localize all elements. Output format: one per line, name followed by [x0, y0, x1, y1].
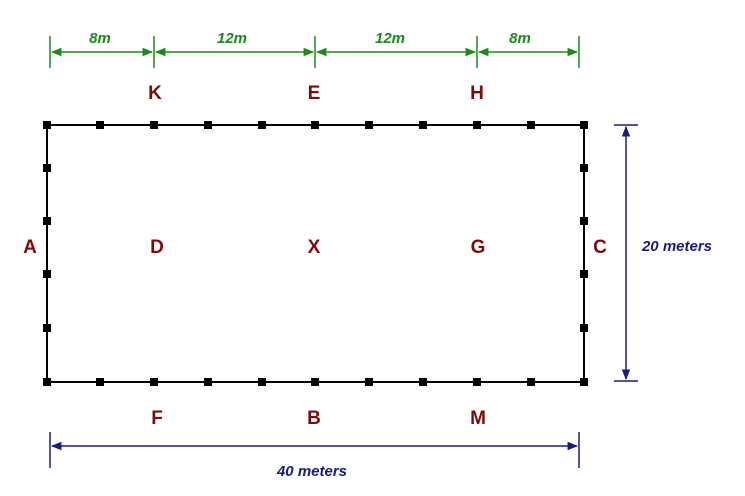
- height-dimension-group: 20 meters: [614, 124, 712, 382]
- letter-k: K: [148, 83, 162, 104]
- marker: [43, 324, 51, 332]
- marker: [419, 378, 427, 386]
- marker: [43, 378, 51, 386]
- marker: [419, 121, 427, 129]
- marker: [580, 378, 588, 386]
- marker: [580, 324, 588, 332]
- marker: [204, 121, 212, 129]
- arena-markers: [43, 121, 588, 386]
- marker: [96, 378, 104, 386]
- marker: [473, 378, 481, 386]
- marker: [580, 270, 588, 278]
- marker: [150, 121, 158, 129]
- marker: [527, 121, 535, 129]
- top-dimension-label-1: 12m: [217, 30, 247, 47]
- marker: [580, 217, 588, 225]
- top-dimension-label-2: 12m: [375, 30, 405, 47]
- height-label: 20 meters: [641, 238, 712, 255]
- marker: [258, 121, 266, 129]
- letter-f: F: [151, 408, 163, 429]
- marker: [96, 121, 104, 129]
- marker: [204, 378, 212, 386]
- letter-x: X: [308, 237, 321, 258]
- letter-d: D: [150, 237, 164, 258]
- marker: [43, 121, 51, 129]
- marker: [473, 121, 481, 129]
- marker: [365, 378, 373, 386]
- arena-letters: K E H A D X G C F B M: [23, 83, 607, 429]
- marker: [527, 378, 535, 386]
- width-dimension-group: 40 meters: [49, 432, 580, 480]
- marker: [580, 121, 588, 129]
- marker: [365, 121, 373, 129]
- marker: [580, 164, 588, 172]
- letter-h: H: [470, 83, 484, 104]
- letter-c: C: [593, 237, 607, 258]
- top-dimension-label-3: 8m: [509, 30, 531, 47]
- marker: [311, 121, 319, 129]
- top-dimension-group: 8m 12m 12m 8m: [49, 30, 580, 68]
- width-label: 40 meters: [276, 463, 347, 480]
- letter-b: B: [307, 408, 321, 429]
- letter-a: A: [23, 237, 37, 258]
- marker: [43, 270, 51, 278]
- marker: [150, 378, 158, 386]
- top-dimension-label-0: 8m: [89, 30, 111, 47]
- marker: [43, 164, 51, 172]
- letter-e: E: [308, 83, 321, 104]
- letter-m: M: [470, 408, 486, 429]
- letter-g: G: [471, 237, 486, 258]
- marker: [311, 378, 319, 386]
- marker: [258, 378, 266, 386]
- marker: [43, 217, 51, 225]
